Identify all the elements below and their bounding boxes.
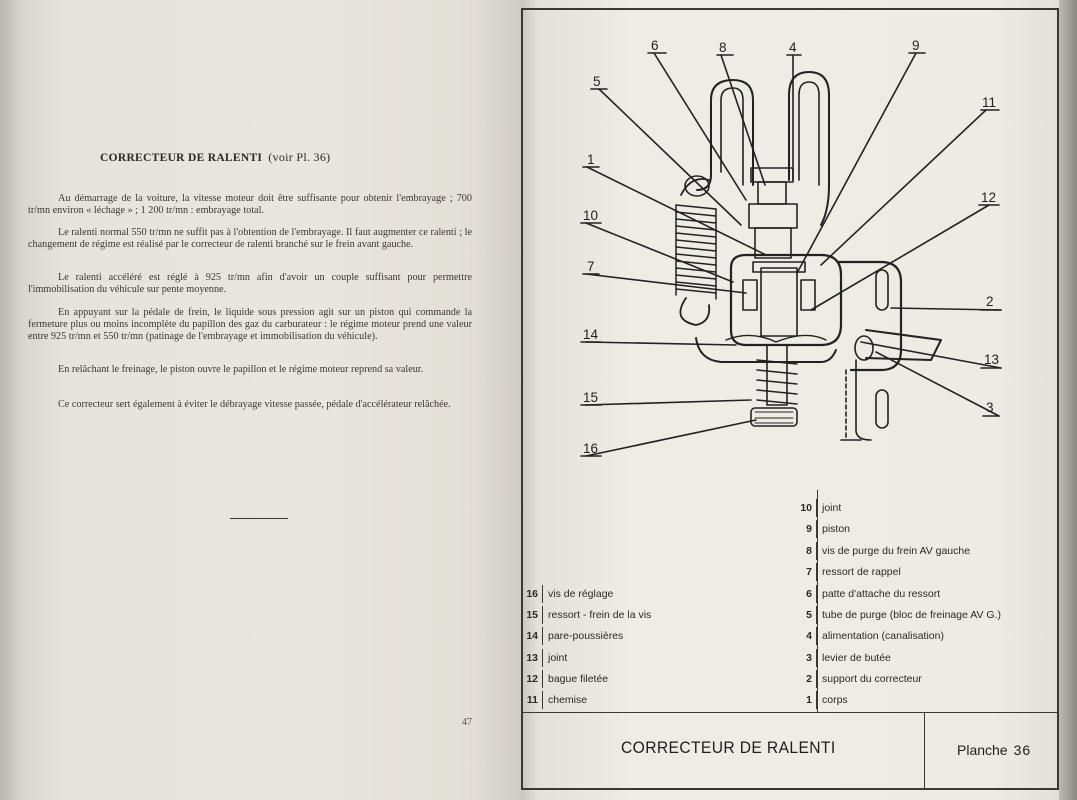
paragraph-6: Ce correcteur sert également à éviter le…: [58, 399, 451, 410]
legend-num: 9: [797, 520, 817, 538]
legend-right-row: 8 vis de purge du frein AV gauche: [797, 541, 970, 561]
callout-4: 4: [789, 40, 797, 55]
legend-divider: [817, 490, 818, 712]
page-edge: [1059, 0, 1077, 800]
legend-text: vis de réglage: [548, 588, 614, 600]
technical-drawing: [580, 52, 1002, 457]
legend-num: 6: [797, 585, 817, 603]
callout-14: 14: [583, 327, 599, 342]
legend-right-row: 5 tube de purge (bloc de freinage AV G.): [797, 605, 1001, 625]
legend-right-row: 6 patte d'attache du ressort: [797, 584, 940, 604]
plate-label: Planche 36: [957, 742, 1031, 758]
legend-left-row: 11 chemise: [523, 690, 587, 710]
legend-text: ressort - frein de la vis: [548, 609, 652, 621]
callout-10: 10: [583, 208, 599, 223]
callout-11: 11: [982, 95, 997, 110]
paragraph-5: En relâchant le freinage, le piston ouvr…: [58, 364, 424, 375]
callout-12: 12: [981, 190, 997, 205]
legend-right-row: 4 alimentation (canalisation): [797, 626, 944, 646]
legend-num: 1: [797, 691, 817, 709]
legend-num: 11: [523, 691, 543, 709]
legend-num: 5: [797, 606, 817, 624]
legend-left-row: 14 pare-poussières: [523, 626, 623, 646]
legend-text: levier de butée: [822, 652, 891, 664]
legend-num: 10: [797, 499, 817, 517]
legend-left-row: 15 ressort - frein de la vis: [523, 605, 651, 625]
callout-16: 16: [583, 441, 599, 456]
callout-3: 3: [986, 400, 994, 415]
legend-num: 2: [797, 670, 817, 688]
legend-text: alimentation (canalisation): [822, 630, 944, 642]
legend-text: joint: [548, 652, 568, 664]
legend-text: patte d'attache du ressort: [822, 588, 941, 600]
legend-text: support du correcteur: [822, 673, 922, 685]
legend-num: 3: [797, 649, 817, 667]
paragraph-4: En appuyant sur la pédale de frein, le l…: [28, 307, 472, 342]
page-number: 47: [462, 717, 472, 728]
left-page: CORRECTEUR DE RALENTI (voir Pl. 36) Au dé…: [0, 0, 521, 800]
legend-left-row: 13 joint: [523, 648, 567, 668]
section-title-ref: (voir Pl. 36): [268, 150, 331, 164]
plate-word: Planche: [957, 742, 1008, 758]
paragraph-1: Au démarrage de la voiture, la vitesse m…: [28, 193, 472, 216]
paragraph-2: Le ralenti normal 550 tr/mn ne suffit pa…: [28, 227, 472, 250]
callout-2: 2: [986, 294, 994, 309]
legend-text: corps: [822, 694, 848, 706]
section-end-rule: [230, 518, 288, 519]
legend-text: ressort de rappel: [822, 566, 901, 578]
legend-text: pare-poussières: [548, 630, 624, 642]
legend-num: 16: [523, 585, 543, 603]
callout-13: 13: [984, 352, 1000, 367]
callout-1: 1: [587, 152, 595, 167]
callout-7: 7: [587, 259, 595, 274]
legend-num: 12: [523, 670, 543, 688]
legend-left-row: 12 bague filetée: [523, 669, 608, 689]
plate-number: 36: [1013, 742, 1032, 758]
right-page: 6 8 4 9 5 11 1 12 10 7 2 14 13 15 3 16 1…: [521, 0, 1077, 800]
legend-num: 14: [523, 627, 543, 645]
legend-text: piston: [822, 523, 851, 535]
legend-text: joint: [822, 502, 842, 514]
callout-5: 5: [593, 74, 601, 89]
legend-num: 4: [797, 627, 817, 645]
legend-left-row: 16 vis de réglage: [523, 584, 613, 604]
section-title-text: CORRECTEUR DE RALENTI: [100, 152, 263, 164]
legend-right-row: 9 piston: [797, 519, 850, 539]
callout-6: 6: [651, 38, 659, 53]
legend-text: vis de purge du frein AV gauche: [822, 545, 971, 557]
plate-frame: [521, 8, 1059, 790]
plate-caption: CORRECTEUR DE RALENTI: [621, 738, 836, 757]
section-title: CORRECTEUR DE RALENTI (voir Pl. 36): [100, 150, 330, 165]
legend-num: 15: [523, 606, 543, 624]
legend-right-row: 2 support du correcteur: [797, 669, 922, 689]
legend-num: 13: [523, 649, 543, 667]
legend-num: 8: [797, 542, 817, 560]
legend-num: 7: [797, 563, 817, 581]
legend-text: bague filetée: [548, 673, 609, 685]
callout-15: 15: [583, 390, 599, 405]
caption-separator: [924, 712, 925, 788]
legend-right-row: 1 corps: [797, 690, 848, 710]
paragraph-3: Le ralenti accéléré est réglé à 925 tr/m…: [28, 272, 472, 295]
legend-right-row: 10 joint: [797, 498, 841, 518]
callout-9: 9: [912, 38, 920, 53]
legend-right-row: 7 ressort de rappel: [797, 562, 901, 582]
callout-8: 8: [719, 40, 727, 55]
legend-text: tube de purge (bloc de freinage AV G.): [822, 609, 1002, 621]
legend-text: chemise: [548, 694, 588, 706]
caption-divider: [521, 712, 1059, 713]
legend-right-row: 3 levier de butée: [797, 648, 891, 668]
